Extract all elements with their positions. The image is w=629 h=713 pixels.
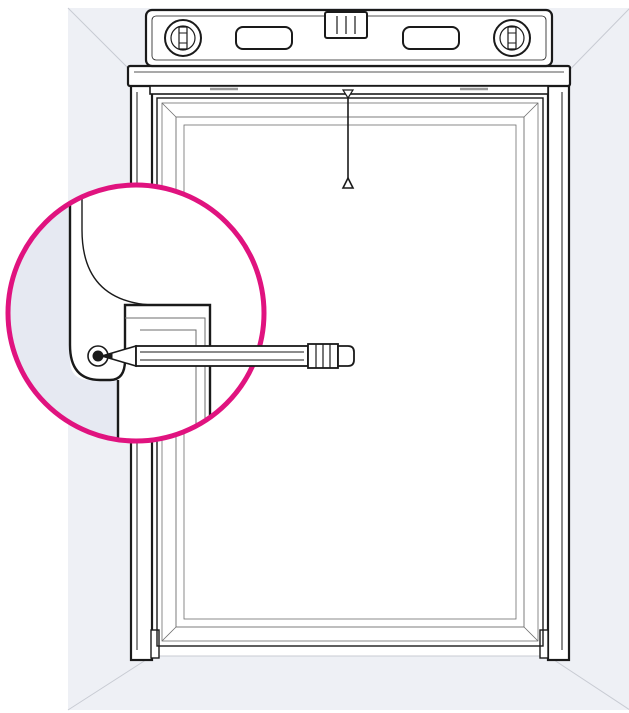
right-side-rail — [546, 82, 571, 662]
right-bottom-clip — [539, 629, 549, 659]
recess-corner-br — [547, 655, 629, 710]
pull-cord-icon — [341, 89, 355, 189]
sash-miter-br — [523, 626, 539, 642]
sash-miter-bl — [161, 626, 177, 642]
level-grip-right — [402, 26, 460, 50]
magnified-rail-curve — [81, 185, 151, 306]
pencil-icon — [99, 343, 355, 369]
level-vial-right-bubble — [507, 26, 517, 50]
left-bottom-clip — [150, 629, 160, 659]
magnifier-ring — [5, 182, 267, 444]
recess-corner-bl — [67, 655, 153, 711]
spirit-level-icon — [144, 8, 554, 68]
cord-guide — [341, 89, 355, 100]
level-vial-left-bubble — [178, 26, 188, 50]
screw-hole-mark — [92, 350, 104, 362]
pencil-lead — [100, 352, 113, 360]
sash-miter-tl — [161, 102, 177, 118]
sash-miter-tr — [523, 102, 539, 118]
magnifier-callout — [5, 182, 267, 444]
cord-handle — [341, 176, 355, 189]
level-grip-left — [235, 26, 293, 50]
head-rail-box — [126, 64, 572, 88]
pencil-body — [135, 345, 309, 367]
pencil-eraser — [337, 345, 355, 367]
